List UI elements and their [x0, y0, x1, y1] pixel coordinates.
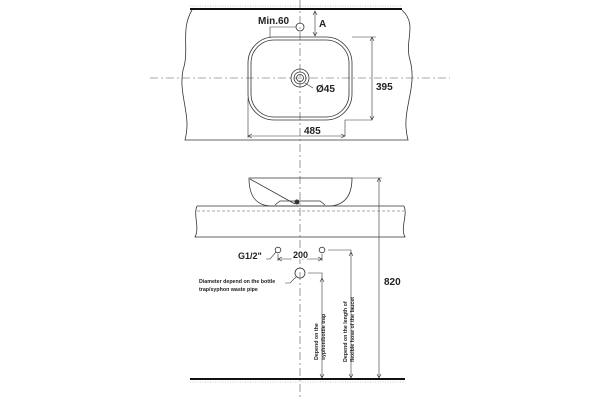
drain-icon	[293, 71, 307, 85]
basin-outline-top	[247, 36, 353, 121]
trap-note-2: syphon/bottle trap	[321, 313, 327, 360]
drain-outer	[290, 68, 310, 88]
spacing-label: 200	[293, 250, 308, 260]
drain-diameter-label: Ø45	[316, 84, 335, 95]
width-label: 485	[304, 126, 321, 137]
waste-pipe	[294, 267, 306, 279]
dim-485	[247, 98, 346, 139]
dim-hose	[328, 249, 354, 379]
waste-note-2: trap/syphon waste pipe	[199, 287, 258, 293]
basin-inner-rim	[250, 39, 350, 118]
waste-leader	[285, 276, 297, 284]
drain-valve	[294, 199, 300, 205]
trap-note: Depend on the syphon/bottle trap	[314, 313, 327, 360]
dim-200	[266, 251, 323, 262]
hose-note-1: Depend on the length of	[343, 301, 349, 362]
countertop-side	[194, 205, 406, 238]
hose-note: Depend on the length of flexible hose of…	[343, 297, 356, 362]
basin-foot	[274, 200, 326, 206]
drain-inner	[296, 74, 304, 82]
dim-a	[312, 10, 318, 37]
min60-leader	[269, 26, 296, 37]
supply-left	[274, 246, 282, 254]
basin-section-line	[249, 178, 296, 205]
dim-820	[352, 177, 382, 379]
hose-note-2: flexible hose of the faucet	[350, 297, 356, 362]
a-label: A	[319, 19, 326, 30]
basin-side	[248, 177, 353, 207]
thread-label: G1/2"	[238, 251, 262, 261]
height-label: 820	[384, 277, 401, 288]
depth-label: 395	[376, 82, 393, 93]
supply-right	[318, 246, 326, 254]
min60-label: Min.60	[258, 16, 290, 27]
drain-leader	[304, 82, 314, 89]
dim-395	[344, 36, 376, 136]
dim-trap	[308, 272, 325, 379]
trap-note-1: Depend on the	[314, 323, 320, 360]
countertop-outline-top	[181, 9, 413, 141]
waste-note-1: Diameter depend on the bottle	[199, 279, 275, 285]
